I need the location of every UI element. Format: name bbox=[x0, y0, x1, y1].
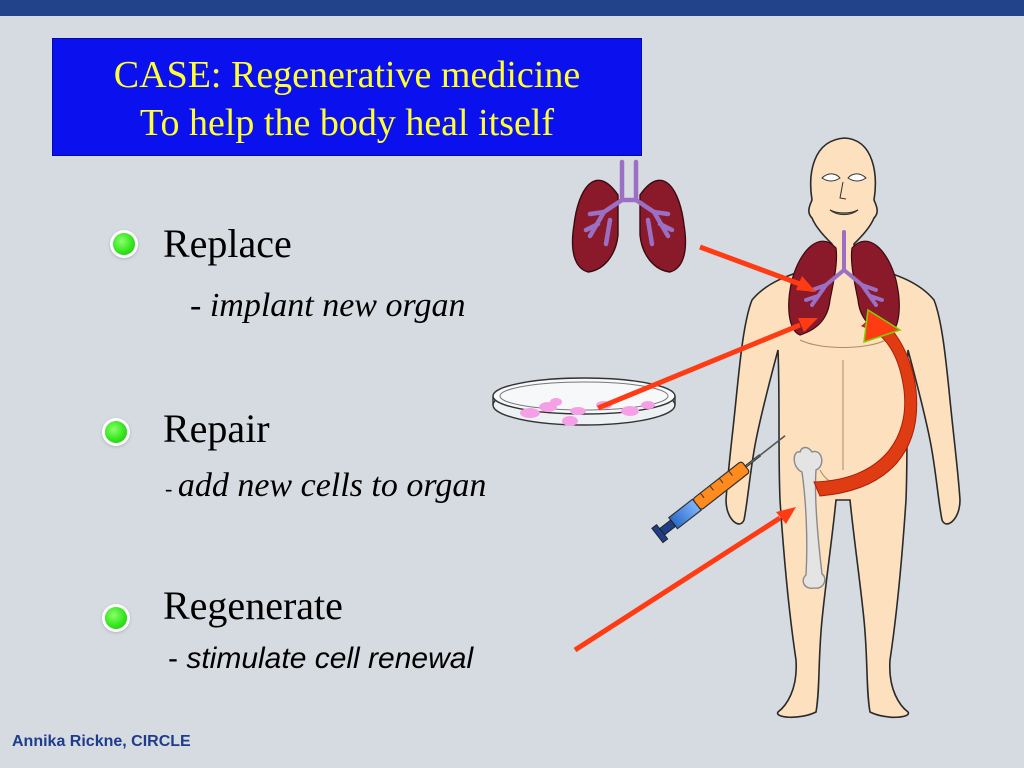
syringe-icon bbox=[651, 435, 786, 544]
detail-regenerate-text: stimulate cell renewal bbox=[186, 642, 474, 675]
detail-repair-text: add new cells to organ bbox=[177, 467, 487, 504]
arrow-icon bbox=[573, 244, 918, 653]
bullet-repair-icon bbox=[105, 421, 127, 443]
detail-repair: - add new cells to organ bbox=[165, 467, 486, 505]
slide-title-box: CASE: Regenerative medicine To help the … bbox=[52, 38, 642, 156]
human-body-illustration bbox=[725, 137, 961, 719]
heading-replace: Replace bbox=[163, 221, 292, 266]
top-bar bbox=[0, 0, 1024, 16]
detail-replace: - implant new organ bbox=[190, 287, 465, 325]
bone-icon bbox=[793, 446, 826, 589]
detail-repair-dash: - bbox=[165, 476, 178, 501]
bullet-replace-icon bbox=[113, 233, 135, 255]
detail-replace-text: implant new organ bbox=[209, 287, 466, 324]
bullet-regenerate-icon bbox=[105, 607, 127, 629]
detail-regenerate-dash: - bbox=[168, 642, 187, 675]
slide-title-line-2: To help the body heal itself bbox=[139, 102, 555, 144]
detail-regenerate: - stimulate cell renewal bbox=[168, 642, 473, 676]
footer-credit: Annika Rickne, CIRCLE bbox=[12, 733, 191, 750]
detail-replace-dash: - bbox=[190, 287, 210, 324]
heading-regenerate: Regenerate bbox=[163, 583, 343, 628]
lungs-icon bbox=[571, 159, 687, 273]
heading-repair: Repair bbox=[163, 406, 270, 451]
slide-title-line-1: CASE: Regenerative medicine bbox=[113, 54, 581, 96]
